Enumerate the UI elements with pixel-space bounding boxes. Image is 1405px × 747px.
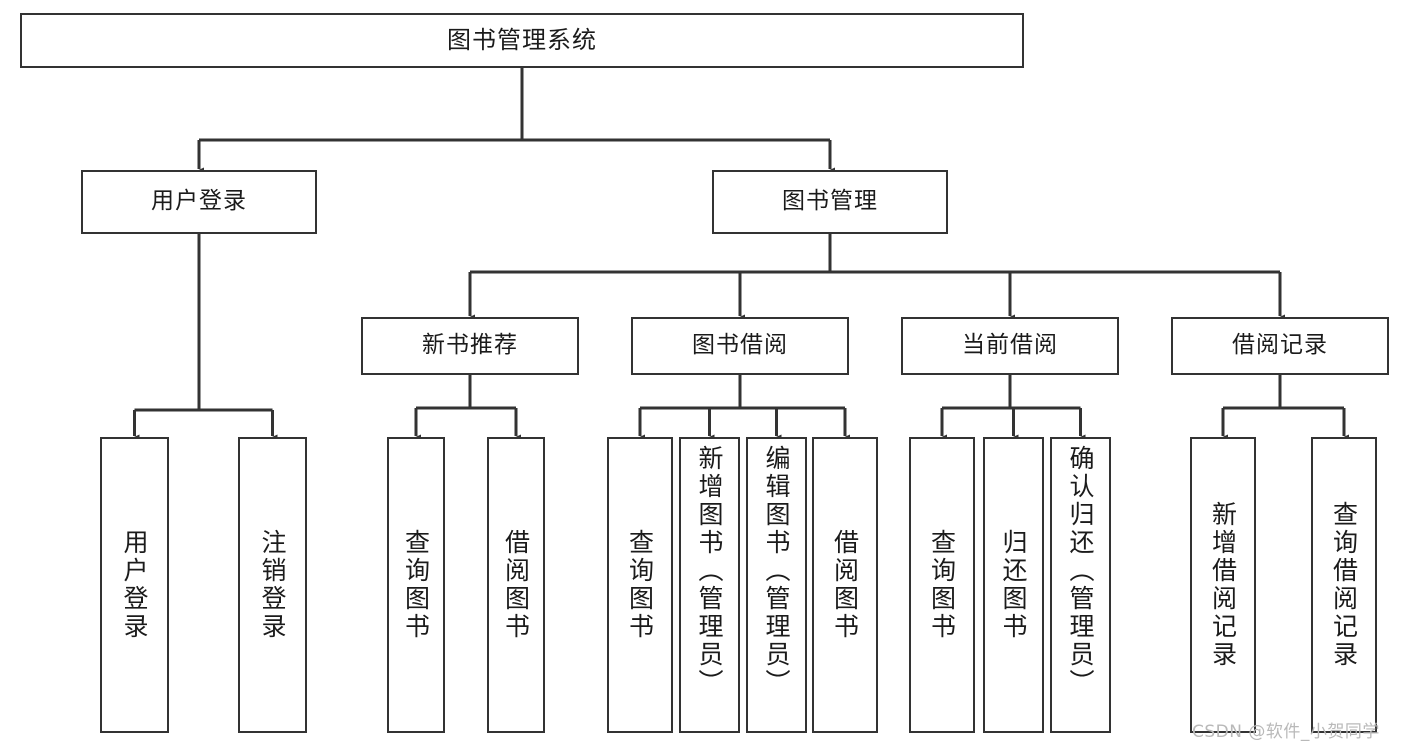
node-leaf-cur-confirm[interactable]: 确认归还（管理员） [1050, 437, 1111, 733]
node-leaf-bk-edit[interactable]: 编辑图书（管理员） [746, 437, 807, 733]
node-leaf-cur-return[interactable]: 归还图书 [983, 437, 1044, 733]
node-label: 图书管理 [782, 188, 878, 215]
node-label: 借阅记录 [1232, 332, 1328, 359]
node-label: 借阅图书 [830, 529, 860, 641]
watermark-text: CSDN @软件_小贺同学 [1192, 722, 1380, 742]
node-leaf-user-login[interactable]: 用户登录 [100, 437, 169, 733]
node-l3-newbook[interactable]: 新书推荐 [361, 317, 579, 375]
node-label: 新增借阅记录 [1208, 501, 1238, 669]
node-label: 编辑图书（管理员） [762, 445, 791, 697]
node-label: 归还图书 [999, 529, 1028, 641]
node-label: 注销登录 [258, 529, 287, 641]
node-leaf-cur-query[interactable]: 查询图书 [909, 437, 975, 733]
node-l2-login[interactable]: 用户登录 [81, 170, 317, 234]
node-label: 查询图书 [927, 529, 957, 641]
node-l3-borrow[interactable]: 图书借阅 [631, 317, 849, 375]
node-leaf-bk-query[interactable]: 查询图书 [607, 437, 673, 733]
node-root[interactable]: 图书管理系统 [20, 13, 1024, 68]
node-label: 新书推荐 [422, 332, 518, 359]
node-label: 借阅图书 [501, 529, 531, 641]
node-leaf-user-logout[interactable]: 注销登录 [238, 437, 307, 733]
node-l3-current[interactable]: 当前借阅 [901, 317, 1119, 375]
node-l3-record[interactable]: 借阅记录 [1171, 317, 1389, 375]
node-leaf-bk-add[interactable]: 新增图书（管理员） [679, 437, 740, 733]
node-label: 当前借阅 [962, 332, 1058, 359]
node-label: 图书管理系统 [447, 26, 597, 55]
node-label: 确认归还（管理员） [1066, 445, 1095, 697]
node-label: 用户登录 [151, 188, 247, 215]
node-label: 查询图书 [625, 529, 655, 641]
node-label: 新增图书（管理员） [695, 445, 724, 697]
node-leaf-nb-borrow[interactable]: 借阅图书 [487, 437, 545, 733]
node-leaf-rec-query[interactable]: 查询借阅记录 [1311, 437, 1377, 733]
node-label: 用户登录 [120, 529, 149, 641]
edges [129, 68, 1349, 444]
node-label: 查询借阅记录 [1329, 501, 1359, 669]
node-label: 图书借阅 [692, 332, 788, 359]
node-leaf-rec-add[interactable]: 新增借阅记录 [1190, 437, 1256, 733]
node-leaf-nb-query[interactable]: 查询图书 [387, 437, 445, 733]
node-leaf-bk-borrow[interactable]: 借阅图书 [812, 437, 878, 733]
node-l2-manage[interactable]: 图书管理 [712, 170, 948, 234]
node-label: 查询图书 [401, 529, 431, 641]
